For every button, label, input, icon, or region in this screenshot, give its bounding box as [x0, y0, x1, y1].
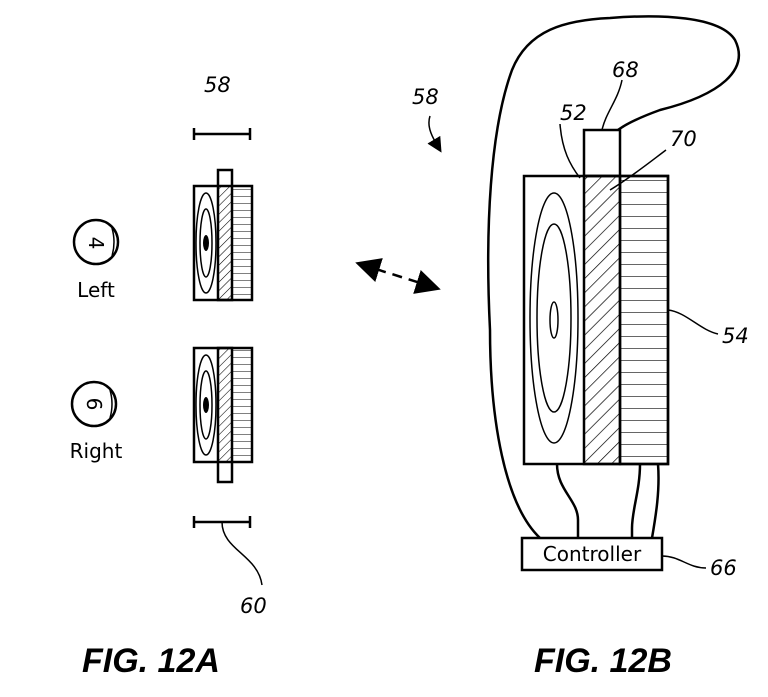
post-68	[582, 128, 622, 178]
ref-52: 52	[560, 101, 587, 125]
ref-68: 68	[612, 58, 639, 82]
caption-fig-12b: FIG. 12B	[534, 642, 672, 680]
dashed-double-arrow	[355, 258, 441, 294]
left-ball-digit: 4	[84, 237, 108, 250]
bracket-58	[192, 128, 252, 140]
ref-54: 54	[722, 324, 749, 348]
controller-box	[520, 536, 664, 572]
cable-right	[630, 463, 642, 538]
bracket-60	[192, 516, 263, 586]
fig-12a: 58 4	[70, 73, 267, 680]
layer-70	[582, 174, 622, 466]
cable-left	[555, 463, 580, 538]
left-eyepiece	[192, 168, 254, 302]
ref-70: 70	[670, 127, 697, 151]
lens-52	[529, 192, 579, 444]
controller-label: Controller	[543, 542, 642, 566]
ref-58-assembly: 58	[412, 85, 439, 109]
right-label: Right	[70, 439, 123, 463]
housing-outline	[486, 15, 741, 539]
ref-60: 60	[240, 594, 267, 618]
right-ball: 6	[70, 380, 118, 428]
right-eyepiece	[192, 346, 254, 484]
fig-12b: 58 Controller 52 68 70 54	[412, 15, 749, 680]
ref-58-top: 58	[204, 73, 231, 97]
left-label: Left	[77, 278, 115, 302]
right-ball-digit: 6	[82, 398, 106, 411]
ref-66: 66	[710, 556, 737, 580]
left-ball: 4	[72, 218, 120, 266]
caption-fig-12a: FIG. 12A	[82, 642, 220, 680]
display-54	[618, 174, 670, 466]
